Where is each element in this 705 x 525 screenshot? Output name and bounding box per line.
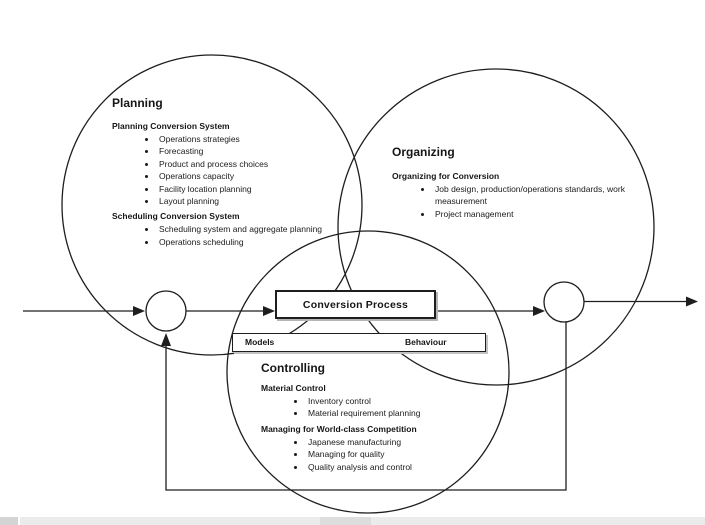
planning-section: Planning Planning Conversion System Oper… bbox=[112, 96, 322, 252]
feedback-up-arrowhead bbox=[161, 333, 171, 346]
planning-circle bbox=[61, 54, 363, 356]
list-item: Material requirement planning bbox=[306, 407, 493, 419]
organizing-section: Organizing Organizing for Conversion Job… bbox=[392, 145, 625, 224]
list-item: Product and process choices bbox=[157, 158, 312, 170]
left-junction-circle bbox=[145, 290, 187, 332]
models-behaviour-box: Models Behaviour bbox=[232, 333, 486, 352]
list-item: Job design, production/operations standa… bbox=[433, 183, 629, 208]
planning-subheading-1: Planning Conversion System bbox=[112, 121, 230, 131]
planning-list-1: Operations strategies Forecasting Produc… bbox=[112, 133, 312, 207]
input-arrowhead bbox=[133, 306, 145, 316]
planning-list-2: Scheduling system and aggregate planning… bbox=[112, 223, 352, 248]
scrollbar-corner bbox=[0, 517, 20, 525]
conversion-process-label: Conversion Process bbox=[302, 298, 409, 311]
controlling-list-2: Japanese manufacturing Managing for qual… bbox=[261, 436, 493, 473]
list-item: Managing for quality bbox=[306, 448, 493, 460]
junction-to-box-arrowhead bbox=[263, 306, 275, 316]
horizontal-scrollbar[interactable] bbox=[0, 517, 705, 525]
controlling-title: Controlling bbox=[261, 361, 325, 375]
controlling-list-1: Inventory control Material requirement p… bbox=[261, 395, 493, 420]
list-item: Layout planning bbox=[157, 195, 312, 207]
list-item: Project management bbox=[433, 208, 629, 220]
list-item: Scheduling system and aggregate planning bbox=[157, 223, 352, 235]
organizing-subheading: Organizing for Conversion bbox=[392, 171, 500, 181]
scrollbar-thumb[interactable] bbox=[320, 517, 371, 525]
list-item: Facility location planning bbox=[157, 183, 312, 195]
controlling-circle bbox=[226, 230, 510, 514]
behaviour-label: Behaviour bbox=[405, 337, 447, 347]
list-item: Operations capacity bbox=[157, 170, 312, 182]
list-item: Quality analysis and control bbox=[306, 461, 493, 473]
list-item: Operations strategies bbox=[157, 133, 312, 145]
feedback-loop-line bbox=[165, 321, 567, 491]
box-to-junction-arrowhead bbox=[533, 306, 545, 316]
planning-subheading-2: Scheduling Conversion System bbox=[112, 211, 240, 222]
controlling-subheading-1: Material Control bbox=[261, 383, 326, 393]
right-junction-circle bbox=[543, 281, 585, 323]
list-item: Forecasting bbox=[157, 145, 312, 157]
organizing-list: Job design, production/operations standa… bbox=[392, 183, 629, 220]
list-item: Inventory control bbox=[306, 395, 493, 407]
list-item: Japanese manufacturing bbox=[306, 436, 493, 448]
models-label: Models bbox=[245, 337, 275, 347]
output-arrowhead bbox=[686, 296, 698, 307]
organizing-title: Organizing bbox=[392, 145, 455, 159]
organizing-circle bbox=[337, 68, 655, 386]
conversion-process-box: Conversion Process bbox=[275, 290, 436, 319]
controlling-section: Controlling Material Control Inventory c… bbox=[261, 361, 493, 477]
list-item: Operations scheduling bbox=[157, 236, 352, 248]
controlling-subheading-2: Managing for World-class Competition bbox=[261, 423, 417, 434]
planning-title: Planning bbox=[112, 96, 163, 110]
